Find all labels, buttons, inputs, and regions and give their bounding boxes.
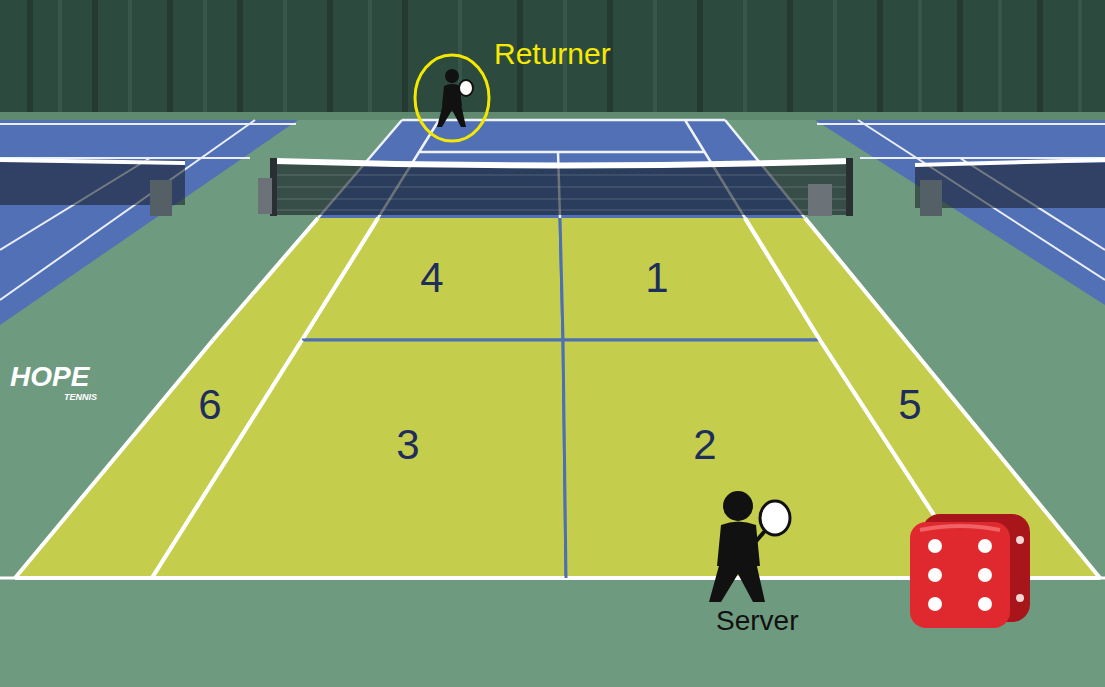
zone-shape — [152, 340, 566, 578]
court-line — [15, 576, 152, 580]
zone-shape — [745, 218, 1100, 578]
court-line — [905, 340, 1100, 578]
curtain — [0, 0, 1105, 120]
returner-figure — [446, 92, 458, 100]
net — [275, 161, 850, 166]
court-line — [820, 340, 975, 578]
net — [258, 158, 853, 216]
server-figure — [724, 532, 752, 547]
court-line — [745, 218, 820, 340]
zone-fill — [745, 218, 1100, 578]
player-label: Server — [716, 607, 798, 635]
court-zone: 3 — [150, 338, 568, 580]
court-line — [302, 218, 378, 340]
server-figure — [723, 491, 753, 521]
side-court-right — [920, 180, 942, 216]
dice-icon — [1016, 594, 1024, 602]
court-line — [975, 576, 1100, 580]
zone-number: 3 — [396, 424, 419, 466]
net — [275, 175, 850, 210]
curtain — [30, 0, 1040, 118]
side-court-left — [0, 120, 296, 300]
dice-icon — [928, 568, 942, 582]
logo-text: HOPE — [10, 363, 89, 391]
zone-number: 6 — [198, 384, 221, 426]
logo-text: TENNIS — [64, 393, 97, 402]
dice-icon — [978, 539, 992, 553]
label-holder: Server — [716, 607, 798, 635]
dice-icon — [920, 526, 1000, 530]
side-court-right — [815, 120, 1105, 305]
zone-number: 5 — [898, 384, 921, 426]
curtain — [60, 0, 1080, 118]
zone-number: 1 — [645, 257, 668, 299]
side-court-right — [915, 160, 1105, 165]
court-line — [302, 339, 563, 342]
returner-figure — [459, 80, 473, 96]
zone-fill — [152, 340, 566, 578]
label-holder: HOPE — [10, 363, 89, 391]
side-court-left — [0, 160, 185, 163]
dice-icon — [978, 597, 992, 611]
court-line — [563, 339, 820, 342]
court-line — [560, 218, 563, 340]
returner-figure — [437, 104, 466, 127]
player-label: Returner — [494, 39, 611, 69]
court-line — [805, 218, 905, 340]
dice-icon — [910, 514, 1030, 628]
court-line — [152, 576, 566, 580]
returner-figure — [415, 55, 489, 141]
court-line — [563, 339, 820, 342]
dice-icon — [910, 522, 1010, 628]
zone-number: 2 — [693, 424, 716, 466]
court-line — [563, 340, 566, 578]
dice-icon — [1016, 536, 1024, 544]
label-holder: Returner — [494, 39, 611, 69]
side-court-right — [815, 120, 1105, 305]
court-line — [213, 218, 318, 340]
court-line — [152, 340, 302, 578]
curtain — [0, 0, 1105, 118]
label-holder: TENNIS — [64, 393, 97, 402]
court-line — [302, 339, 563, 342]
dice-icon — [928, 539, 942, 553]
dice-icon — [978, 568, 992, 582]
server-figure — [760, 501, 790, 535]
court-line — [566, 576, 975, 580]
side-court-left — [150, 180, 172, 216]
dice-icon — [928, 597, 942, 611]
zone-number: 4 — [420, 257, 443, 299]
net — [258, 178, 272, 214]
side-court-right — [817, 120, 1105, 280]
side-court-right — [915, 163, 1105, 208]
net — [808, 184, 832, 216]
net — [846, 158, 853, 216]
highlight-ellipse — [415, 55, 489, 141]
returner-figure — [445, 69, 459, 83]
zone-shape — [150, 338, 568, 580]
net — [275, 163, 850, 215]
